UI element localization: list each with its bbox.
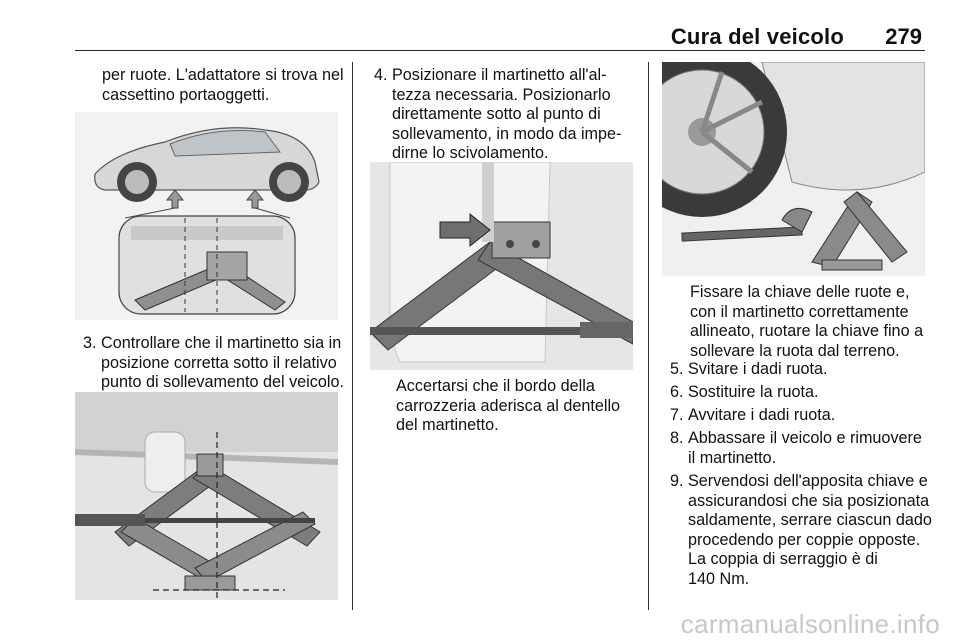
column-divider-2 bbox=[648, 62, 649, 610]
text-line: carrozzeria aderisca al dentello bbox=[396, 396, 621, 415]
step-number: 6. bbox=[670, 383, 684, 401]
text-line: Sostituire la ruota. bbox=[688, 383, 819, 401]
jack-contact-note: Accertarsi che il bordo della carrozzeri… bbox=[396, 377, 620, 436]
section-title: Cura del veicolo bbox=[670, 24, 844, 49]
text-line: cassettino portaoggetti. bbox=[102, 85, 270, 104]
text-line: 140 Nm. bbox=[688, 569, 750, 588]
page-number: 279 bbox=[885, 24, 922, 49]
text-line: sollevare la ruota dal terreno. bbox=[690, 341, 900, 360]
text-line: procedendo per coppie opposte. bbox=[688, 530, 921, 549]
step-number: 8. bbox=[670, 429, 684, 447]
header-rule bbox=[75, 50, 925, 51]
text-line: sollevamento, in modo da impe- bbox=[392, 124, 622, 143]
text-line: Accertarsi che il bordo della bbox=[396, 377, 595, 395]
text-line: il martinetto. bbox=[688, 448, 777, 467]
intro-paragraph: per ruote. L'adattatore si trova nel cas… bbox=[102, 66, 344, 105]
wheel-lift-note: Fissare la chiave delle ruote e, con il … bbox=[690, 283, 923, 361]
column-divider-1 bbox=[352, 62, 353, 610]
text-line: La coppia di serraggio è di bbox=[688, 550, 878, 568]
step-number: 7. bbox=[670, 406, 684, 424]
text-line: tezza necessaria. Posizionarlo bbox=[392, 85, 611, 104]
text-line: Abbassare il veicolo e rimuovere bbox=[688, 429, 922, 447]
text-line: del martinetto. bbox=[396, 416, 499, 434]
step-number: 9. bbox=[670, 472, 684, 490]
text-line: allineato, ruotare la chiave fino a bbox=[690, 322, 924, 340]
text-line: Svitare i dadi ruota. bbox=[688, 360, 828, 378]
text-line: saldamente, serrare ciascun dado bbox=[688, 511, 932, 529]
text-line: direttamente sotto al punto di bbox=[392, 105, 601, 123]
text-line: Fissare la chiave delle ruote e, bbox=[690, 283, 910, 301]
text-line: con il martinetto correttamente bbox=[690, 302, 909, 321]
text-line: punto di sollevamento del veicolo. bbox=[101, 373, 344, 391]
jack-position-figure bbox=[75, 392, 338, 600]
wheel-lift-figure bbox=[662, 62, 925, 276]
text-line: Posizionare il martinetto all'al- bbox=[392, 66, 607, 84]
step-number: 5. bbox=[670, 360, 684, 378]
text-line: Servendosi dell'apposita chiave e bbox=[688, 472, 928, 490]
text-line: per ruote. L'adattatore si trova nel bbox=[102, 66, 344, 84]
car-lifting-points-figure bbox=[75, 112, 338, 320]
text-line: Controllare che il martinetto sia in bbox=[101, 334, 342, 352]
step-number: 4. bbox=[374, 66, 388, 84]
step-number: 3. bbox=[83, 334, 97, 352]
watermark: carmanualsonline.info bbox=[680, 609, 940, 639]
text-line: dirne lo scivolamento. bbox=[392, 144, 549, 162]
jack-contact-figure bbox=[370, 162, 633, 370]
text-line: posizione corretta sotto il relativo bbox=[101, 353, 337, 372]
text-line: Avvitare i dadi ruota. bbox=[688, 406, 836, 424]
text-line: assicurandosi che sia posizionata bbox=[688, 491, 930, 510]
